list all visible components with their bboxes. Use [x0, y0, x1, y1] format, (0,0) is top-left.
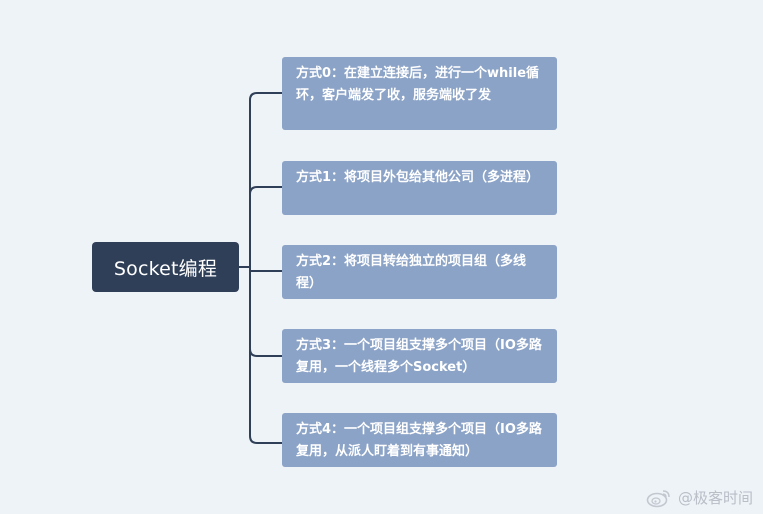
- branch-topic-2[interactable]: 方式2：将项目转给独立的项目组（多线程）: [282, 245, 557, 299]
- branch-topic-label: 方式3：一个项目组支撑多个项目（IO多路复用，一个线程多个Socket）: [296, 338, 542, 375]
- branch-topic-label: 方式0：在建立连接后，进行一个while循环，客户端发了收，服务端收了发: [296, 66, 540, 103]
- root-topic[interactable]: Socket编程: [92, 242, 239, 292]
- branch-topic-0[interactable]: 方式0：在建立连接后，进行一个while循环，客户端发了收，服务端收了发: [282, 57, 557, 130]
- branch-topic-label: 方式1：将项目外包给其他公司（多进程）: [296, 170, 540, 185]
- branch-topic-label: 方式2：将项目转给独立的项目组（多线程）: [296, 254, 527, 291]
- connector-branch-3: [249, 348, 282, 357]
- weibo-icon: [646, 488, 672, 508]
- branch-topic-4[interactable]: 方式4：一个项目组支撑多个项目（IO多路复用，从派人盯着到有事通知）: [282, 413, 557, 467]
- watermark-text: @极客时间: [677, 489, 753, 507]
- connector-branch-1: [249, 186, 282, 195]
- branch-topic-label: 方式4：一个项目组支撑多个项目（IO多路复用，从派人盯着到有事通知）: [296, 422, 542, 459]
- connector-vertical-spine: [249, 92, 258, 444]
- branch-topic-3[interactable]: 方式3：一个项目组支撑多个项目（IO多路复用，一个线程多个Socket）: [282, 329, 557, 383]
- watermark: @极客时间: [646, 487, 753, 508]
- branch-topic-1[interactable]: 方式1：将项目外包给其他公司（多进程）: [282, 161, 557, 215]
- root-topic-label: Socket编程: [113, 257, 218, 280]
